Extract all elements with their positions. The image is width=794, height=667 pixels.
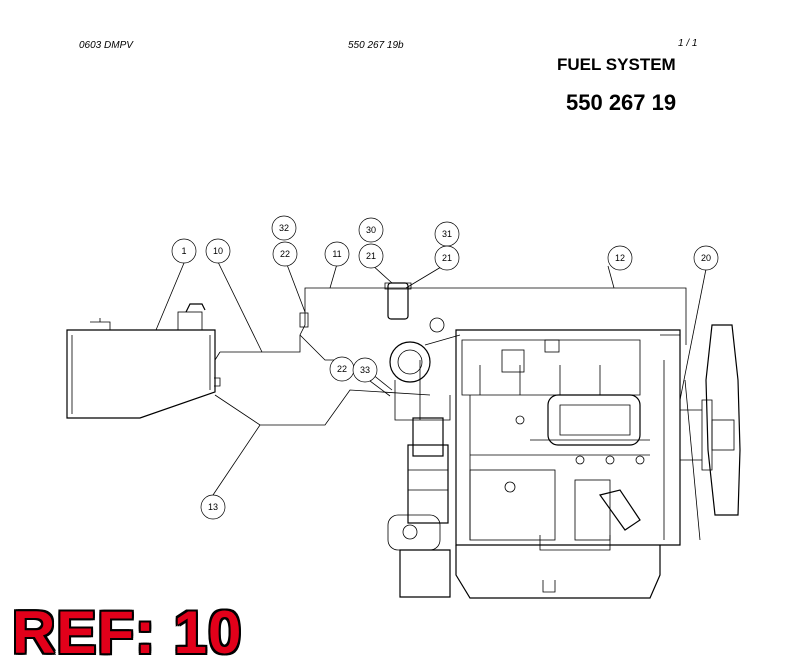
callout-1: 1 bbox=[171, 238, 197, 264]
fuel-lines bbox=[214, 287, 687, 426]
svg-text:21: 21 bbox=[366, 251, 376, 261]
svg-text:22: 22 bbox=[337, 364, 347, 374]
reference-label: REF: 10 bbox=[12, 599, 243, 666]
callout-21-left: 21 bbox=[358, 243, 384, 269]
svg-text:30: 30 bbox=[366, 225, 376, 235]
svg-text:31: 31 bbox=[442, 229, 452, 239]
svg-text:22: 22 bbox=[280, 249, 290, 259]
part-number: 550 267 19 bbox=[566, 90, 677, 115]
fuel-tank bbox=[66, 303, 221, 419]
engine-left-accessories bbox=[387, 317, 461, 598]
part-code: 550 267 19b bbox=[348, 40, 404, 51]
callout-13: 13 bbox=[200, 494, 226, 520]
document-code: 0603 DMPV bbox=[79, 40, 133, 51]
svg-text:11: 11 bbox=[332, 249, 341, 259]
svg-text:1: 1 bbox=[181, 246, 186, 256]
callout-20: 20 bbox=[693, 245, 719, 271]
callout-11: 11 bbox=[324, 241, 350, 267]
callout-32: 32 bbox=[271, 215, 297, 241]
diagram-title: FUEL SYSTEM bbox=[557, 55, 676, 74]
callout-22-top: 22 bbox=[272, 241, 298, 267]
callout-10: 10 bbox=[205, 238, 231, 264]
svg-text:21: 21 bbox=[442, 253, 452, 263]
svg-text:12: 12 bbox=[615, 253, 625, 263]
svg-text:33: 33 bbox=[360, 365, 370, 375]
svg-text:20: 20 bbox=[701, 253, 711, 263]
svg-text:10: 10 bbox=[213, 246, 223, 256]
callout-31: 31 bbox=[434, 221, 460, 247]
callout-30: 30 bbox=[358, 217, 384, 243]
engine-assembly bbox=[455, 329, 681, 599]
fuel-filter bbox=[299, 282, 412, 328]
page-number: 1 / 1 bbox=[678, 38, 698, 49]
callout-21-right: 21 bbox=[434, 245, 460, 271]
svg-text:13: 13 bbox=[208, 502, 218, 512]
svg-text:32: 32 bbox=[279, 223, 289, 233]
engine-fan bbox=[680, 324, 741, 541]
callout-12: 12 bbox=[607, 245, 633, 271]
leader-lines bbox=[155, 261, 707, 496]
callout-22-bottom: 22 bbox=[329, 356, 355, 382]
callout-33: 33 bbox=[352, 357, 378, 383]
